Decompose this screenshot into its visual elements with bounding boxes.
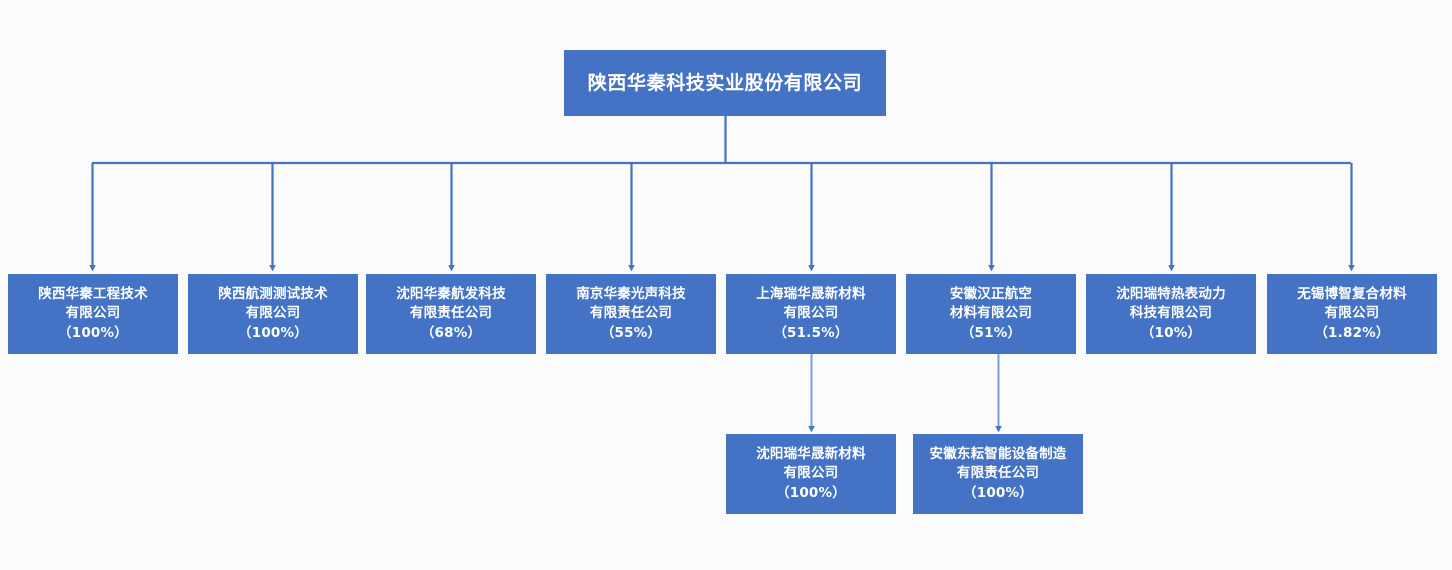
org-node-level2-5[interactable]: 安徽汉正航空 材料有限公司 （51%）	[906, 274, 1076, 354]
org-node-level2-2[interactable]: 沈阳华秦航发科技 有限责任公司 （68%）	[366, 274, 536, 354]
org-node-level2-3[interactable]: 南京华秦光声科技 有限责任公司 （55%）	[546, 274, 716, 354]
org-node-root[interactable]: 陕西华秦科技实业股份有限公司	[564, 50, 886, 116]
org-node-level2-7[interactable]: 无锡博智复合材料 有限公司 （1.82%）	[1267, 274, 1437, 354]
org-node-level2-0[interactable]: 陕西华秦工程技术 有限公司 （100%）	[8, 274, 178, 354]
org-node-level2-4[interactable]: 上海瑞华晟新材料 有限公司 （51.5%）	[726, 274, 896, 354]
org-node-level3-0[interactable]: 沈阳瑞华晟新材料 有限公司 （100%）	[726, 434, 896, 514]
org-node-level2-1[interactable]: 陕西航测测试技术 有限公司 （100%）	[188, 274, 358, 354]
org-node-level3-1[interactable]: 安徽东耘智能设备制造 有限责任公司 （100%）	[913, 434, 1083, 514]
org-node-level2-6[interactable]: 沈阳瑞特热表动力 科技有限公司 （10%）	[1086, 274, 1256, 354]
